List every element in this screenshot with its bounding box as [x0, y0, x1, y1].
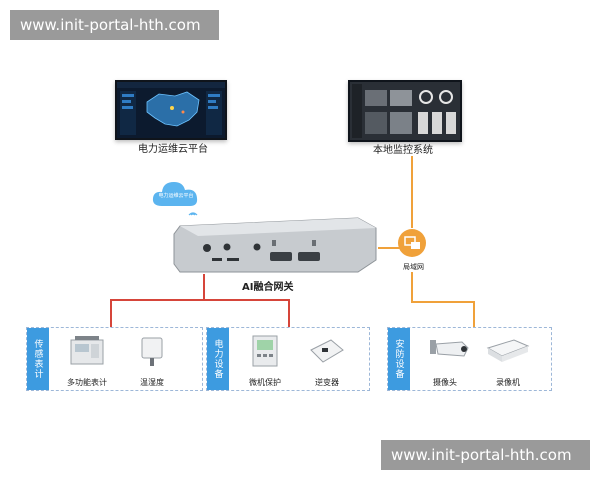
- cloud-icon: [150, 176, 202, 214]
- cloud-badge-label: 电力运维云平台: [158, 193, 194, 199]
- connector-local-monitor: [411, 156, 413, 228]
- ai-gateway-device-icon: [172, 214, 378, 274]
- connector-power: [288, 299, 290, 327]
- microcomputer-protection-icon: [251, 334, 279, 368]
- group-sensors-tag: 传感表计: [27, 328, 49, 390]
- monitor-dashboard-icon: [350, 82, 460, 140]
- group-security-tag: 安防设备: [388, 328, 410, 390]
- item-inverter: 逆变器: [315, 378, 339, 387]
- connector-security: [473, 301, 475, 327]
- watermark-bottom: www.init-portal-hth.com: [381, 440, 590, 470]
- item-microcomputer-protection: 微机保护: [249, 378, 281, 387]
- group-security: 安防设备 摄像头 录像机: [387, 327, 552, 391]
- lan-icon: [397, 228, 427, 258]
- item-multifunction-meter: 多功能表计: [67, 378, 107, 387]
- connector-lan-down: [411, 272, 413, 302]
- connector-red-horizontal: [110, 299, 290, 301]
- inverter-icon: [307, 336, 345, 366]
- watermark-top: www.init-portal-hth.com: [10, 10, 219, 40]
- china-map-dashboard-icon: [117, 82, 225, 138]
- group-power-tag: 电力设备: [207, 328, 229, 390]
- local-monitor-label: 本地监控系统: [373, 145, 433, 156]
- group-power: 电力设备 微机保护 逆变器: [206, 327, 370, 391]
- connector-lan-horizontal: [411, 301, 475, 303]
- camera-icon: [428, 336, 470, 366]
- gateway-label: AI融合网关: [242, 282, 294, 293]
- cloud-platform-screen: [115, 80, 227, 140]
- multifunction-meter-icon: [69, 334, 105, 368]
- wireless-signal-icon: [187, 205, 199, 220]
- connector-gateway-lan: [378, 247, 400, 249]
- temp-humidity-sensor-icon: [139, 334, 165, 368]
- item-camera: 摄像头: [433, 378, 457, 387]
- video-recorder-icon: [486, 338, 530, 364]
- lan-label: 局域网: [403, 263, 424, 271]
- connector-sensors: [110, 299, 112, 327]
- item-temp-humidity: 温湿度: [140, 378, 164, 387]
- local-monitor-screen: [348, 80, 462, 142]
- item-video-recorder: 录像机: [496, 378, 520, 387]
- connector-gateway-down: [203, 274, 205, 300]
- group-sensors: 传感表计 多功能表计 温湿度: [26, 327, 203, 391]
- cloud-platform-label: 电力运维云平台: [138, 144, 208, 155]
